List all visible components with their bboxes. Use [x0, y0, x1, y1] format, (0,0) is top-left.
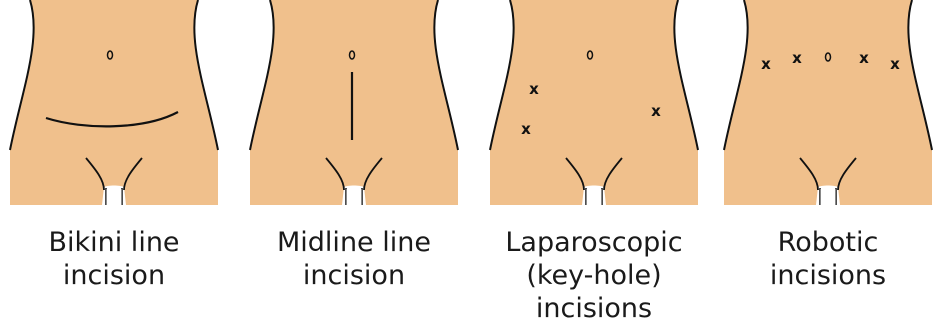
caption-line: incisions [484, 292, 704, 325]
torso-skin [250, 0, 458, 205]
incision-x-mark: x [521, 120, 531, 138]
panel-robotic: x x x x Robotic incisions [718, 0, 938, 333]
torso-illustration: x x x x [718, 0, 938, 220]
incision-x-mark: x [761, 55, 771, 73]
caption-line: Bikini line [4, 226, 224, 259]
torso-illustration: x x x [484, 0, 704, 220]
panel-bikini-line: Bikini line incision [4, 0, 224, 333]
torso-skin [10, 0, 218, 205]
incision-x-mark: x [890, 55, 900, 73]
caption-line: (key-hole) [484, 259, 704, 292]
genital-gap-fill [347, 189, 362, 205]
caption-line: incision [244, 259, 464, 292]
caption-line: Midline line [244, 226, 464, 259]
genital-gap-fill [587, 189, 602, 205]
caption-line: Laparoscopic [484, 226, 704, 259]
genital-gap-fill [821, 189, 836, 205]
torso-skin [724, 0, 932, 205]
caption-bikini: Bikini line incision [4, 226, 224, 292]
panel-midline: Midline line incision [244, 0, 464, 333]
caption-robotic: Robotic incisions [718, 226, 938, 292]
torso-illustration [244, 0, 464, 220]
caption-line: Robotic [718, 226, 938, 259]
genital-gap-fill [107, 189, 122, 205]
incision-x-mark: x [529, 80, 539, 98]
caption-line: incision [4, 259, 224, 292]
incision-x-mark: x [651, 102, 661, 120]
caption-line: incisions [718, 259, 938, 292]
caption-midline: Midline line incision [244, 226, 464, 292]
torso-illustration [4, 0, 224, 220]
torso-skin [490, 0, 698, 205]
incision-x-mark: x [792, 49, 802, 67]
incision-x-mark: x [859, 49, 869, 67]
caption-laparoscopic: Laparoscopic (key-hole) incisions [484, 226, 704, 325]
panel-laparoscopic: x x x Laparoscopic (key-hole) incisions [484, 0, 704, 333]
